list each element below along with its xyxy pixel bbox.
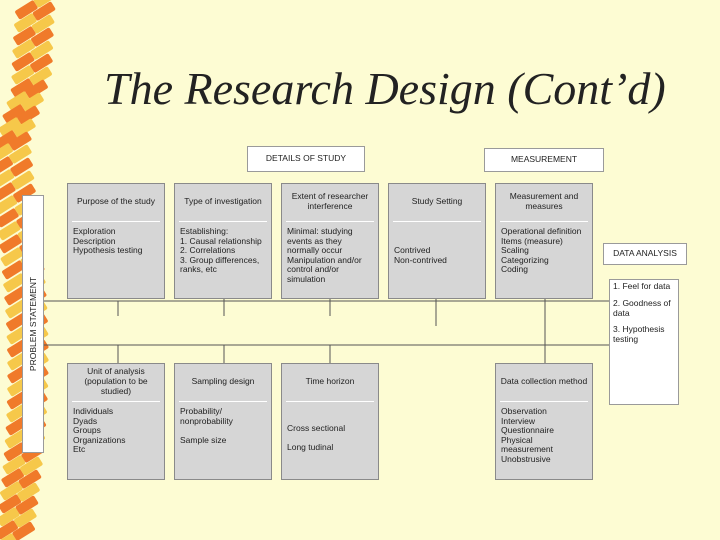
spiral-segment xyxy=(0,495,39,527)
spiral-segment xyxy=(0,508,37,540)
measures-header: Measurement and measures xyxy=(509,191,579,211)
spiral-segment xyxy=(0,131,32,163)
analysis-item: 2. Goodness of data xyxy=(613,297,671,318)
spiral-segment xyxy=(0,118,36,150)
spiral-segment xyxy=(0,521,35,540)
spiral-segment xyxy=(0,482,40,514)
setting-header: Study Setting xyxy=(411,196,463,207)
slide-title: The Research Design (Cont’d) xyxy=(104,63,666,114)
spiral-segment xyxy=(12,27,54,59)
investigation-body: Establishing: 1. Causal relationship 2. … xyxy=(180,226,262,275)
purpose-body: Exploration Description Hypothesis testi… xyxy=(73,226,143,256)
investigation-header: Type of investigation xyxy=(184,196,262,207)
analysis-item: 1. Feel for data xyxy=(613,281,671,291)
time-horizon-box: Time horizon Cross sectional Long tudina… xyxy=(281,363,379,480)
spiral-segment xyxy=(0,157,33,189)
collection-body: Observation Interview Questionnaire Phys… xyxy=(501,406,554,464)
measures-box: Measurement and measures Operational def… xyxy=(495,183,593,299)
interference-box: Extent of researcher interference Minima… xyxy=(281,183,379,299)
sampling-header: Sampling design xyxy=(191,376,255,387)
data-analysis-label: DATA ANALYSIS xyxy=(603,243,687,265)
data-analysis-box: 1. Feel for data 2. Goodness of data 3. … xyxy=(609,279,679,405)
spiral-segment xyxy=(0,170,35,202)
interference-body: Minimal: studying events as they normall… xyxy=(287,226,362,284)
spiral-segment xyxy=(1,456,43,488)
spiral-segment xyxy=(0,105,40,137)
spiral-segment xyxy=(0,183,36,215)
unit-body: Individuals Dyads Groups Organizations E… xyxy=(73,406,126,455)
unit-header: Unit of analysis (population to be studi… xyxy=(84,366,148,396)
time-body: Cross sectional Long tudinal xyxy=(287,423,346,453)
sampling-body: Probability/ nonprobability Sample size xyxy=(180,406,233,445)
details-of-study-label: DETAILS OF STUDY xyxy=(247,146,365,172)
interference-header: Extent of researcher interference xyxy=(291,191,369,211)
spiral-segment xyxy=(0,144,32,176)
measures-body: Operational definition Items (measure) S… xyxy=(501,226,582,275)
problem-statement-label: PROBLEM STATEMENT xyxy=(22,195,44,453)
data-collection-box: Data collection method Observation Inter… xyxy=(495,363,593,480)
sampling-box: Sampling design Probability/ nonprobabil… xyxy=(174,363,272,480)
investigation-box: Type of investigation Establishing: 1. C… xyxy=(174,183,272,299)
spiral-segment xyxy=(13,14,55,46)
spiral-segment xyxy=(0,469,42,501)
purpose-header: Purpose of the study xyxy=(77,196,155,207)
collection-header: Data collection method xyxy=(500,376,588,387)
spiral-segment xyxy=(10,66,52,98)
spiral-segment xyxy=(11,53,53,85)
analysis-item: 3. Hypothesis testing xyxy=(613,324,665,345)
time-header: Time horizon xyxy=(305,376,355,387)
spiral-segment xyxy=(2,92,44,124)
spiral-segment xyxy=(15,0,57,20)
spiral-segment xyxy=(6,79,48,111)
spiral-segment xyxy=(14,1,56,33)
purpose-box: Purpose of the study Exploration Descrip… xyxy=(67,183,165,299)
measurement-label: MEASUREMENT xyxy=(484,148,604,172)
spiral-segment xyxy=(11,40,53,72)
setting-box: Study Setting Contrived Non-contrived xyxy=(388,183,486,299)
setting-body: Contrived Non-contrived xyxy=(394,245,447,265)
unit-of-analysis-box: Unit of analysis (population to be studi… xyxy=(67,363,165,480)
